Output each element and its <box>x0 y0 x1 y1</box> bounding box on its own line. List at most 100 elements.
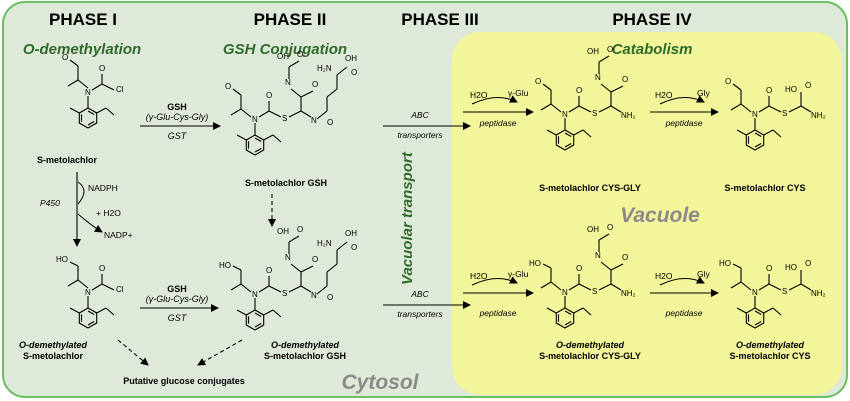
phase-4-heading: PHASE IV <box>612 10 692 29</box>
svg-text:Cl: Cl <box>116 85 124 94</box>
svg-text:N: N <box>285 253 291 262</box>
gly-label-2: Gly <box>697 269 711 279</box>
svg-text:OH: OH <box>345 54 357 63</box>
svg-text:O: O <box>312 255 318 264</box>
svg-text:NH₂: NH₂ <box>621 111 636 120</box>
svg-text:HO: HO <box>219 261 231 270</box>
svg-text:N: N <box>285 78 291 87</box>
svg-text:O: O <box>266 266 272 275</box>
p450-label: P450 <box>40 198 60 208</box>
abc-label-bottom: ABC <box>410 289 429 299</box>
o-demethylated-cys-gly-structure: N HO O S NH₂ O N O OH <box>529 223 636 329</box>
o-demethylated-cys-gly-label-line2: S-metolachlor CYS-GLY <box>539 351 641 361</box>
vacuole-label: Vacuole <box>620 204 700 227</box>
svg-text:O: O <box>327 293 333 302</box>
svg-text:HO: HO <box>719 259 731 268</box>
svg-text:N: N <box>752 110 758 119</box>
svg-text:O: O <box>805 81 811 90</box>
s-metolachlor-cys-label: S-metolachlor CYS <box>724 183 805 193</box>
peptidase-label-3: peptidase <box>479 308 517 318</box>
svg-text:H₂N: H₂N <box>317 239 332 248</box>
svg-text:H₂N: H₂N <box>317 64 332 73</box>
svg-text:O: O <box>576 86 582 95</box>
svg-text:NH₂: NH₂ <box>811 289 826 298</box>
gly-label-1: Gly <box>697 88 711 98</box>
svg-text:N: N <box>85 288 91 297</box>
svg-text:HO: HO <box>56 255 68 264</box>
transporters-label-bottom: transporters <box>397 309 443 319</box>
nadp-label: NADP+ <box>104 230 133 240</box>
s-metolachlor-label: S-metolachlor <box>37 155 98 165</box>
o-demethylated-cys-label-line1: O-demethylated <box>736 340 805 350</box>
h2o-label-2: H2O <box>655 90 673 100</box>
svg-text:O: O <box>225 82 231 91</box>
svg-text:O: O <box>351 68 357 77</box>
phase-2-subtitle: GSH Conjugation <box>223 41 347 58</box>
svg-text:N: N <box>562 110 568 119</box>
svg-text:O: O <box>576 264 582 273</box>
s-metolachlor-cys-gly-structure: N O O S NH₂ O N O OH <box>535 45 636 151</box>
glucose-arrow-right <box>197 339 243 366</box>
s-metolachlor-structure: N O O Cl <box>62 53 124 129</box>
svg-text:O: O <box>805 259 811 268</box>
svg-text:N: N <box>311 291 317 300</box>
gglu-label-2: γ-Glu <box>508 269 529 279</box>
phase-3-heading: PHASE III <box>401 10 478 29</box>
svg-text:S: S <box>782 287 787 296</box>
svg-text:O: O <box>766 86 772 95</box>
peptidase-curve-4 <box>659 276 705 286</box>
svg-text:O: O <box>266 91 272 100</box>
phase-1-subtitle: O-demethylation <box>23 41 141 58</box>
o-demethylated-cys-gly-label-line1: O-demethylated <box>556 340 625 350</box>
svg-text:O: O <box>62 53 68 62</box>
svg-text:Cl: Cl <box>116 285 124 294</box>
svg-text:S: S <box>282 289 287 298</box>
svg-text:S: S <box>592 287 597 296</box>
svg-text:NH₂: NH₂ <box>811 111 826 120</box>
vacuolar-transport-label: Vacuolar transport <box>399 151 416 285</box>
o-demethylated-s-metolachlor-structure: N HO O Cl <box>56 255 124 329</box>
o-demethylated-gsh-label-line1: O-demethylated <box>271 340 340 350</box>
svg-text:OH: OH <box>277 52 289 61</box>
svg-text:O: O <box>99 64 105 73</box>
svg-text:O: O <box>607 45 613 54</box>
o-demethylated-label-line2: S-metolachlor <box>23 351 84 361</box>
o-demethylated-gsh-structure: N HO O S N O N O OH O H₂N OH O <box>219 225 357 331</box>
plus-h2o-label: + H2O <box>96 208 121 218</box>
transporters-label-top: transporters <box>397 130 443 140</box>
svg-text:O: O <box>535 77 541 86</box>
o-demethylated-cys-structure: N HO O S NH₂ HO O <box>719 259 826 329</box>
svg-text:O: O <box>99 264 105 273</box>
peptidase-curve-3 <box>471 276 518 286</box>
svg-text:NH₂: NH₂ <box>621 289 636 298</box>
gsh-seq-label-top: (γ-Glu-Cys-Gly) <box>146 112 209 122</box>
s-metolachlor-gsh-label: S-metolachlor GSH <box>245 178 327 188</box>
peptidase-curve-1 <box>471 95 518 105</box>
svg-text:O: O <box>622 75 628 84</box>
vacuole-region <box>452 32 842 395</box>
phase-4-subtitle: Catabolism <box>612 41 693 58</box>
svg-text:HO: HO <box>785 85 797 94</box>
s-metolachlor-cys-structure: N O O S NH₂ HO O <box>725 77 826 151</box>
abc-label-top: ABC <box>410 110 429 120</box>
gst-label-top: GST <box>168 131 188 141</box>
nadph-label: NADPH <box>88 183 118 193</box>
o-demethylated-label-line1: O-demethylated <box>19 340 88 350</box>
peptidase-label-4: peptidase <box>665 308 703 318</box>
svg-text:O: O <box>622 253 628 262</box>
phase-1-heading: PHASE I <box>49 10 117 29</box>
svg-text:O: O <box>766 264 772 273</box>
svg-text:O: O <box>725 77 731 86</box>
peptidase-curve-2 <box>659 95 705 105</box>
gsh-seq-label-bottom: (γ-Glu-Cys-Gly) <box>146 294 209 304</box>
svg-text:S: S <box>282 114 287 123</box>
svg-text:N: N <box>311 116 317 125</box>
svg-text:O: O <box>297 50 303 59</box>
o-demethylated-gsh-label-line2: S-metolachlor GSH <box>264 351 346 361</box>
svg-text:OH: OH <box>277 227 289 236</box>
svg-text:N: N <box>252 115 258 124</box>
h2o-label-4: H2O <box>655 271 673 281</box>
gst-label-bottom: GST <box>168 313 188 323</box>
svg-text:O: O <box>607 223 613 232</box>
